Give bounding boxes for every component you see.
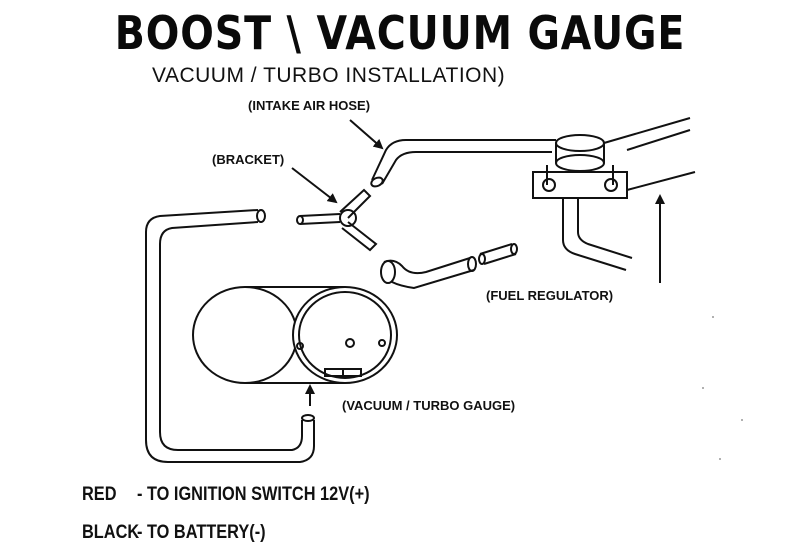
vacuum-line	[145, 209, 315, 463]
page-title: BOOST \ VACUUM GAUGE	[114, 6, 686, 60]
gauge-body	[192, 286, 398, 384]
intake-air-hose	[370, 139, 556, 188]
scan-specks	[702, 316, 743, 460]
page-subtitle: VACUUM / TURBO INSTALLATION)	[152, 64, 506, 87]
wire-black-name: BLACK	[82, 522, 140, 543]
short-hose	[478, 243, 518, 265]
fuel-regulator	[532, 117, 696, 271]
label-fuel-regulator: (FUEL REGULATOR)	[486, 288, 614, 303]
wire-black-destination: - TO BATTERY(-)	[137, 522, 266, 543]
bracket-tee	[296, 188, 378, 252]
label-bracket: (BRACKET)	[212, 152, 285, 167]
intake-hose-arrow	[349, 119, 384, 150]
wire-red-destination: - TO IGNITION SWITCH 12V(+)	[137, 484, 370, 505]
elbow-hose	[380, 256, 477, 290]
bracket-arrow	[291, 167, 338, 204]
label-intake-air-hose: (INTAKE AIR HOSE)	[248, 98, 371, 113]
label-vacuum-turbo-gauge: (VACUUM / TURBO GAUGE)	[342, 398, 516, 413]
wire-red-name: RED	[82, 484, 117, 505]
